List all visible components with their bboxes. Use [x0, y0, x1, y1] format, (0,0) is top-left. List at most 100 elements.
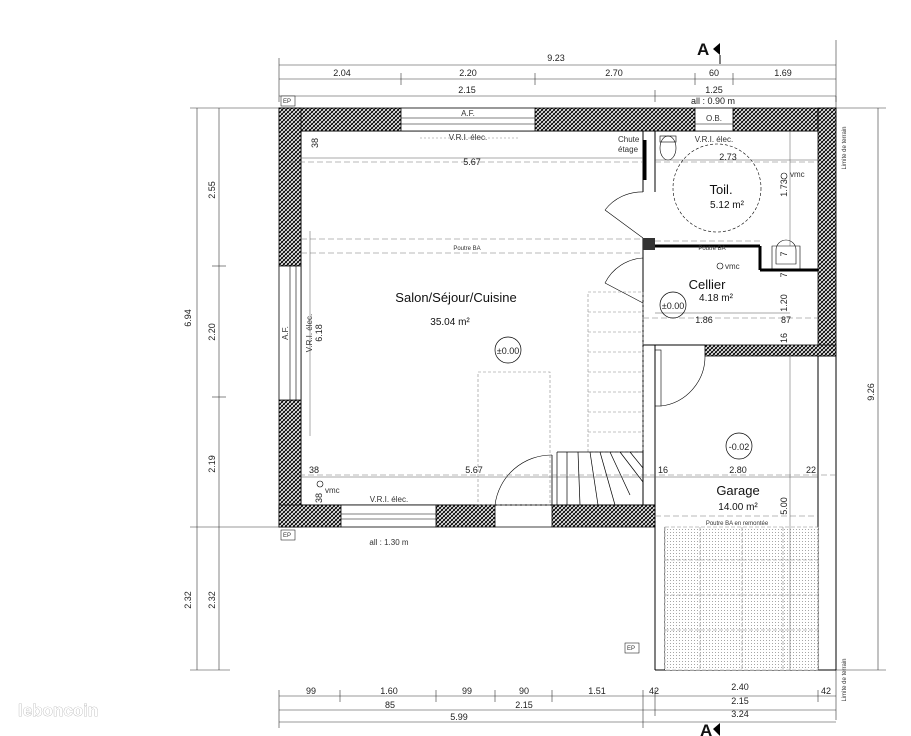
dim-bottom-row2-b: 2.15 [515, 700, 533, 710]
dim-cellier-height: 1.20 [779, 294, 789, 312]
dim-left-outer: 6.94 [183, 309, 193, 327]
window-toilet-ob[interactable] [694, 107, 734, 132]
section-label-bottom: A [700, 721, 712, 736]
dim-top-row2-a: 2.15 [458, 85, 476, 95]
dim-bottom-1: 99 [306, 686, 316, 696]
room-toilet-name: Toil. [709, 182, 732, 197]
allege-ob: all : 0.90 m [691, 96, 735, 106]
chute-label: Chute [618, 135, 640, 144]
dim-bottom-row2-a: 85 [385, 700, 395, 710]
etage-label: étage [618, 145, 639, 154]
door-toilet[interactable] [604, 191, 644, 239]
exterior-walls [278, 107, 837, 528]
dim-16-a: 16 [779, 333, 789, 343]
dim-87: 87 [781, 315, 791, 325]
downspout-1 [280, 95, 296, 107]
limite-terrain-bottom: Limite de terrain [842, 658, 848, 701]
left-dimension-lines [190, 107, 290, 671]
room-toilet-area: 5.12 m² [710, 200, 745, 211]
window-left-vri-label: V.R.I. élec. [305, 314, 314, 352]
dim-salon-width-top: 5.67 [463, 157, 481, 167]
ep-label-3: EP [627, 646, 635, 652]
window-bottom-vri-label: V.R.I. élec. [370, 495, 408, 504]
dim-wall-38-mid: 38 [309, 465, 319, 475]
right-dimension-lines [835, 96, 886, 720]
dim-right-outer: 9.26 [866, 383, 876, 401]
room-cellier-area: 4.18 m² [699, 293, 734, 304]
dim-22: 22 [806, 465, 816, 475]
dim-wall-38-low: 38 [314, 493, 324, 503]
toilet-fixtures [659, 135, 801, 271]
dim-bottom-4: 90 [519, 686, 529, 696]
room-salon-name: Salon/Séjour/Cuisine [395, 290, 516, 305]
dim-16-b: 16 [658, 465, 668, 475]
room-salon-area: 35.04 m² [430, 317, 470, 328]
door-cellier[interactable] [604, 257, 644, 304]
vmc-cellier-label: vmc [725, 262, 740, 271]
dim-top-5: 1.69 [774, 68, 792, 78]
dim-bottom-7: 2.40 [731, 682, 749, 692]
room-garage-name: Garage [716, 483, 759, 498]
watermark-leboncoin: leboncoin [18, 701, 98, 720]
dim-window-left: 6.18 [314, 324, 324, 342]
dim-cellier-width: 1.86 [695, 315, 713, 325]
dim-toilet-height: 1.73 [779, 179, 789, 197]
garage-door[interactable] [664, 526, 819, 671]
inner-dim-lines [301, 131, 818, 670]
section-marker-top: A [697, 40, 721, 64]
poutre-ba-garage: Poutre BA en remontée [706, 521, 769, 527]
room-garage-area: 14.00 m² [718, 502, 758, 513]
window-bottom[interactable] [340, 504, 437, 528]
dim-toilet-width: 2.73 [719, 152, 737, 162]
dim-7-a: 7 [779, 251, 789, 256]
poutre-ba-toilet: Poutre BA [698, 246, 725, 252]
vmc-toilet-label: vmc [790, 170, 805, 179]
dim-bottom-5: 1.51 [588, 686, 606, 696]
dim-bottom-row3-b: 3.24 [731, 709, 749, 719]
limite-terrain-top: Limite de terrain [842, 126, 848, 169]
dim-left-b: 2.20 [207, 323, 217, 341]
dim-bottom-8: 42 [821, 686, 831, 696]
vmc-cellier-icon [716, 262, 724, 270]
window-left-af[interactable] [278, 265, 302, 401]
entrance-door[interactable] [494, 454, 553, 528]
room-cellier-name: Cellier [689, 277, 727, 292]
dim-left-low-outer: 2.32 [183, 591, 193, 609]
vmc-salon-label: vmc [325, 486, 340, 495]
section-label-top: A [697, 40, 709, 59]
vmc-toilet-icon [780, 172, 788, 180]
level-marker-garage [725, 432, 753, 460]
downspout-2 [280, 529, 296, 541]
dim-7-b: 7 [779, 272, 789, 277]
section-marker-bottom: A [700, 721, 720, 736]
ep-label-2: EP [283, 533, 291, 539]
window-top-af-label: A.F. [461, 109, 475, 118]
vmc-salon-icon [316, 480, 324, 488]
dim-top-4: 60 [709, 68, 719, 78]
room-salon-level: ±0.00 [497, 346, 519, 356]
staircase-winder [556, 451, 644, 506]
level-marker-cellier [659, 291, 687, 319]
dim-top-3: 2.70 [605, 68, 623, 78]
door-garage[interactable] [654, 349, 706, 407]
window-top-af[interactable] [400, 107, 536, 132]
bottom-dimension-lines [278, 690, 836, 728]
dim-top-1: 2.04 [333, 68, 351, 78]
dim-top-row2-b: 1.25 [705, 85, 723, 95]
downspout-3 [624, 642, 640, 654]
dim-top-2: 2.20 [459, 68, 477, 78]
window-ob-label: O.B. [706, 114, 722, 123]
dim-left-low-inner: 2.32 [207, 591, 217, 609]
dim-left-c: 2.19 [207, 455, 217, 473]
dim-garage-width: 2.80 [729, 465, 747, 475]
top-dimension-lines [278, 40, 837, 102]
window-toil-vri-label: V.R.I. élec. [695, 135, 733, 144]
dim-bottom-6: 42 [649, 686, 659, 696]
level-marker-salon [494, 336, 522, 364]
dim-overall-top: 9.23 [547, 53, 565, 63]
dim-bottom-row3-a: 5.99 [450, 712, 468, 722]
chute-column [643, 238, 655, 250]
dim-bottom-row2-c: 2.15 [731, 696, 749, 706]
dim-salon-width-bottom: 5.67 [465, 465, 483, 475]
